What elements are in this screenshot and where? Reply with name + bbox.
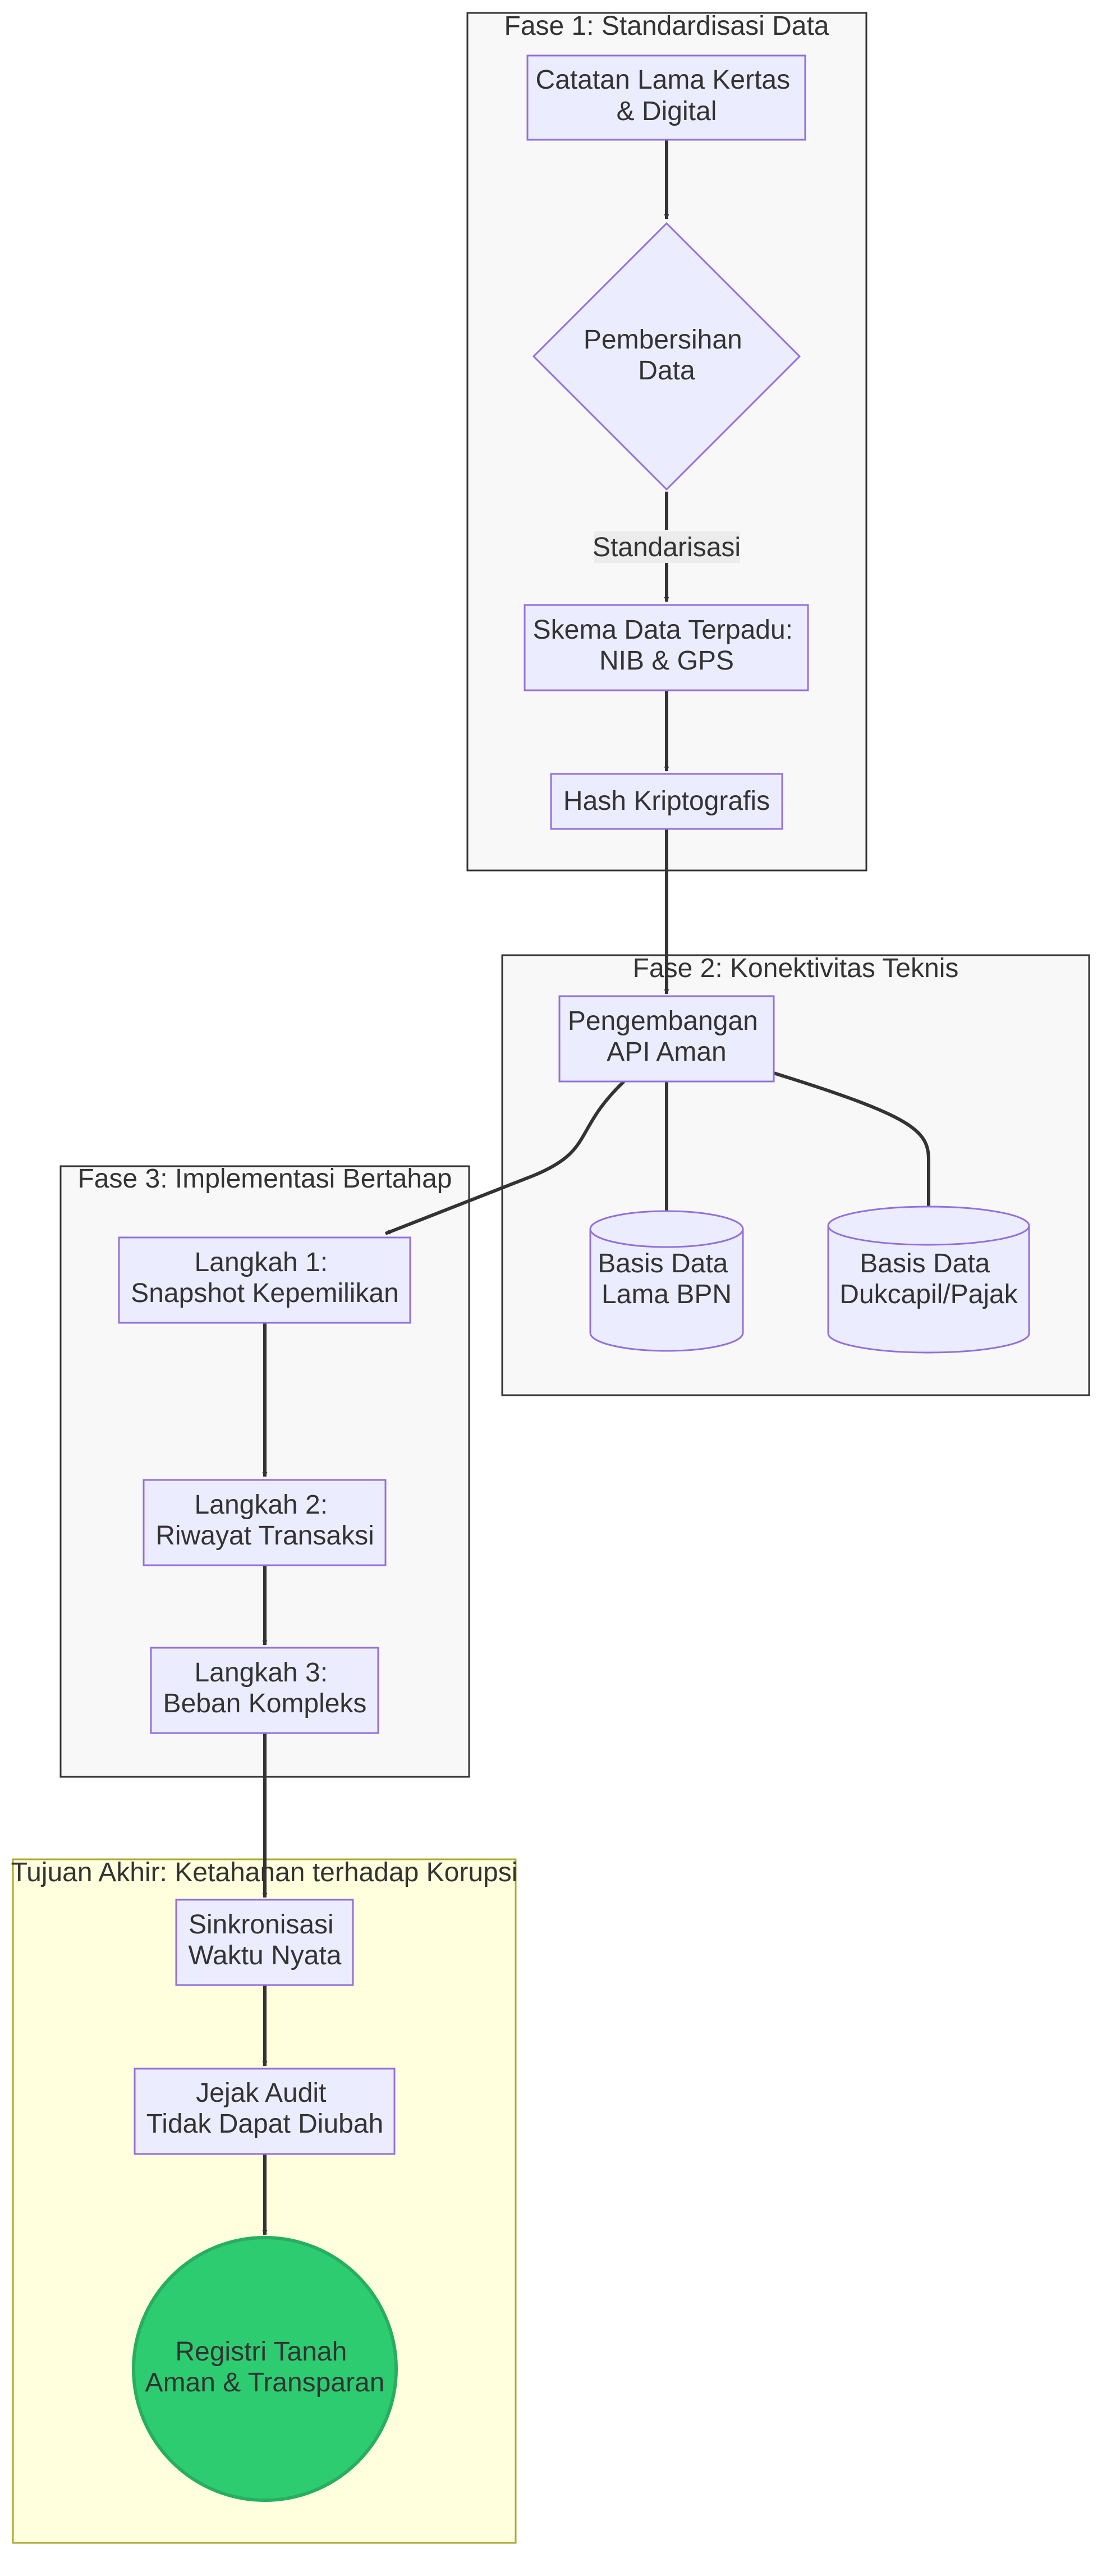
- node-cryptographic-hash-line-1: Hash Kriptografis: [563, 786, 770, 816]
- svg-text:Registri Tanah Aman & Tr: Registri Tanah Aman & Transparan: [145, 2337, 385, 2398]
- edge-api-to-db-dukcapil: [773, 1071, 930, 1208]
- node-secure-registry-line-2: Aman & Transparan: [145, 2368, 385, 2398]
- node-db-bpn-line-1: Basis Data: [598, 1249, 728, 1278]
- node-legacy-records-line-1: Catatan Lama Kertas: [536, 65, 791, 95]
- node-cryptographic-hash: Hash Kriptografis: [550, 773, 783, 830]
- node-db-bpn-cylinder: [589, 1210, 744, 1352]
- svg-text:Langkah 3: Beban Komplek: Langkah 3: Beban Kompleks: [163, 1658, 367, 1718]
- node-step-1-line-1: Langkah 1:: [195, 1248, 328, 1277]
- node-secure-api-line-1: Pengembangan: [568, 1006, 758, 1036]
- node-secure-api-line-2: API Aman: [607, 1037, 726, 1067]
- node-audit-trail-box: [134, 2068, 396, 2155]
- svg-text:Hash Kriptografis: Hash Kriptografis: [563, 786, 770, 816]
- node-step-2-box: [143, 1479, 387, 1566]
- node-realtime-sync-line-1: Sinkronisasi: [189, 1910, 334, 1940]
- node-db-bpn-cylinder-top: [589, 1229, 744, 1248]
- node-secure-api-box: [558, 995, 775, 1083]
- node-unified-schema: Skema Data Terpadu: NIB & GPS: [524, 604, 809, 691]
- node-step-3-line-1: Langkah 3:: [195, 1658, 328, 1688]
- node-realtime-sync: Sinkronisasi Waktu Nyata: [175, 1899, 354, 1986]
- svg-text:Pembersihan Data: Pembersihan Data: [584, 325, 750, 386]
- node-secure-registry-line-1: Registri Tanah: [175, 2337, 347, 2367]
- svg-text:Catatan Lama Kertas & Di: Catatan Lama Kertas & Digital: [536, 65, 798, 126]
- node-db-dukcapil-line-1: Basis Data: [860, 1249, 990, 1278]
- node-db-dukcapil: Basis Data Dukcapil/Pajak: [827, 1206, 1030, 1354]
- svg-text:Langkah 1: Snapshot Kepe: Langkah 1: Snapshot Kepemilikan: [131, 1248, 399, 1308]
- node-secure-registry-circle: [132, 2236, 398, 2502]
- node-step-3-line-2: Beban Kompleks: [163, 1689, 367, 1718]
- edge-label-text: Standarisasi: [593, 533, 741, 562]
- node-data-cleansing-line-2: Data: [638, 356, 695, 386]
- node-secure-api: Pengembangan API Aman: [558, 995, 775, 1083]
- cluster-phase2-title: Fase 2: Konektivitas Teknis: [633, 954, 959, 983]
- edge-api-to-step1: [384, 1080, 626, 1235]
- node-cryptographic-hash-box: [550, 773, 783, 830]
- node-step-2: Langkah 2: Riwayat Transaksi: [143, 1479, 387, 1566]
- node-step-2-line-1: Langkah 2:: [195, 1490, 328, 1520]
- node-secure-registry: Registri Tanah Aman & Transparan: [132, 2236, 398, 2502]
- node-legacy-records: Catatan Lama Kertas & Digital: [526, 54, 806, 141]
- edge-label-standardization: Standarisasi: [593, 531, 741, 563]
- node-realtime-sync-box: [175, 1899, 354, 1986]
- node-data-cleansing: Pembersihan Data: [532, 222, 801, 491]
- node-step-1: Langkah 1: Snapshot Kepemilikan: [118, 1236, 411, 1324]
- svg-text:Basis Data Dukcapil/Paja: Basis Data Dukcapil/Pajak: [839, 1249, 1018, 1309]
- svg-text:Basis Data Lama BPN: Basis Data Lama BPN: [598, 1249, 735, 1309]
- node-data-cleansing-line-1: Pembersihan: [584, 325, 742, 355]
- svg-text:Pengembangan API Aman: Pengembangan API Aman: [568, 1006, 765, 1067]
- node-legacy-records-box: [526, 54, 806, 141]
- node-step-1-box: [118, 1236, 411, 1324]
- node-step-3: Langkah 3: Beban Kompleks: [150, 1647, 379, 1734]
- svg-text:Jejak Audit Tidak Dapat: Jejak Audit Tidak Dapat Diubah: [146, 2078, 383, 2139]
- svg-text:Skema Data Terpadu: NIB: Skema Data Terpadu: NIB & GPS: [533, 615, 801, 676]
- svg-text:Langkah 2: Riwayat Trans: Langkah 2: Riwayat Transaksi: [155, 1490, 374, 1551]
- svg-text:Sinkronisasi Waktu Nyata: Sinkronisasi Waktu Nyata: [189, 1910, 342, 1970]
- node-step-3-box: [150, 1647, 379, 1734]
- node-db-bpn: Basis Data Lama BPN: [589, 1210, 744, 1352]
- node-unified-schema-box: [524, 604, 809, 691]
- cluster-phase1-title: Fase 1: Standardisasi Data: [504, 11, 829, 41]
- node-step-2-line-2: Riwayat Transaksi: [155, 1521, 374, 1551]
- node-db-bpn-line-2: Lama BPN: [602, 1280, 732, 1309]
- node-unified-schema-line-1: Skema Data Terpadu:: [533, 615, 793, 645]
- node-audit-trail-line-2: Tidak Dapat Diubah: [146, 2109, 383, 2139]
- node-realtime-sync-line-2: Waktu Nyata: [189, 1941, 342, 1970]
- node-db-dukcapil-line-2: Dukcapil/Pajak: [839, 1280, 1018, 1309]
- node-audit-trail-line-1: Jejak Audit: [196, 2078, 326, 2108]
- node-unified-schema-line-2: NIB & GPS: [599, 646, 734, 676]
- node-audit-trail: Jejak Audit Tidak Dapat Diubah: [134, 2068, 396, 2155]
- node-data-cleansing-diamond: [532, 222, 801, 491]
- node-legacy-records-line-2: & Digital: [617, 97, 717, 126]
- cluster-phase3-title: Fase 3: Implementasi Bertahap: [77, 1164, 452, 1194]
- edges: [262, 140, 930, 2235]
- node-step-1-line-2: Snapshot Kepemilikan: [131, 1278, 399, 1308]
- node-db-dukcapil-cylinder-top: [827, 1225, 1030, 1246]
- edge-label-background: [594, 531, 740, 563]
